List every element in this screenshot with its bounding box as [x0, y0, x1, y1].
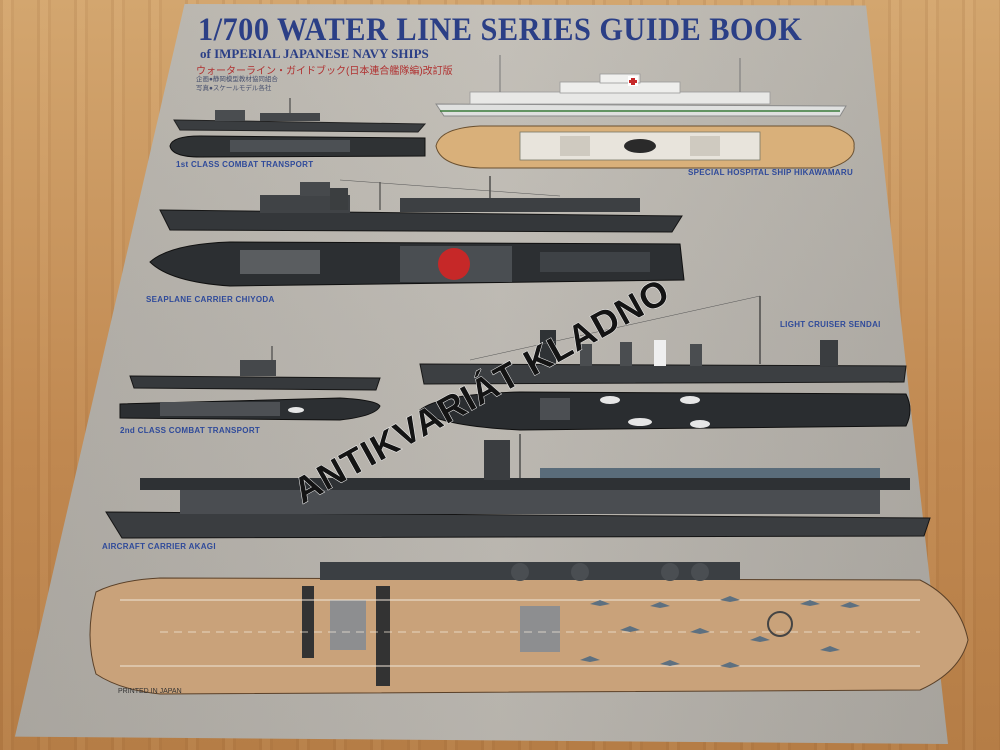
credits-block: 企画●静岡模型教材協同組合 写真●スケールモデル各社 [196, 75, 396, 93]
akagi-side [105, 434, 931, 539]
caption-sendai: LIGHT CRUISER SENDAI [780, 320, 881, 329]
caption-akagi: AIRCRAFT CARRIER AKAGI [102, 542, 216, 551]
sendai-deck [419, 391, 911, 431]
caption-transport1: 1st CLASS COMBAT TRANSPORT [176, 160, 314, 169]
caption-chiyoda: SEAPLANE CARRIER CHIYODA [146, 295, 275, 304]
cover-title: 1/700 WATER LINE SERIES GUIDE BOOK [198, 12, 803, 48]
caption-transport2: 2nd CLASS COMBAT TRANSPORT [120, 426, 261, 435]
japanese-subtitle: ウォーターライン・ガイドブック(日本連合艦隊編)改訂版 [196, 66, 453, 77]
akagi-flight-deck [89, 562, 969, 695]
transport2-side [129, 346, 381, 391]
sendai-side [419, 295, 907, 385]
hospital-ship-side [435, 55, 847, 117]
transport1-side [173, 98, 427, 133]
printed-in-japan-note: PRINTED IN JAPAN [118, 688, 182, 695]
hospital-ship-deck [435, 125, 855, 169]
credits-line-2: 写真●スケールモデル各社 [196, 85, 272, 92]
cover-subtitle: of IMPERIAL JAPANESE NAVY SHIPS [200, 46, 429, 61]
caption-hospital-ship: SPECIAL HOSPITAL SHIP HIKAWAMARU [688, 168, 854, 177]
transport2-deck [119, 397, 381, 421]
transport1-deck [169, 135, 426, 158]
chiyoda-side [159, 176, 683, 233]
chiyoda-deck [149, 241, 685, 287]
credits-line-1: 企画●静岡模型教材協同組合 [196, 76, 278, 83]
